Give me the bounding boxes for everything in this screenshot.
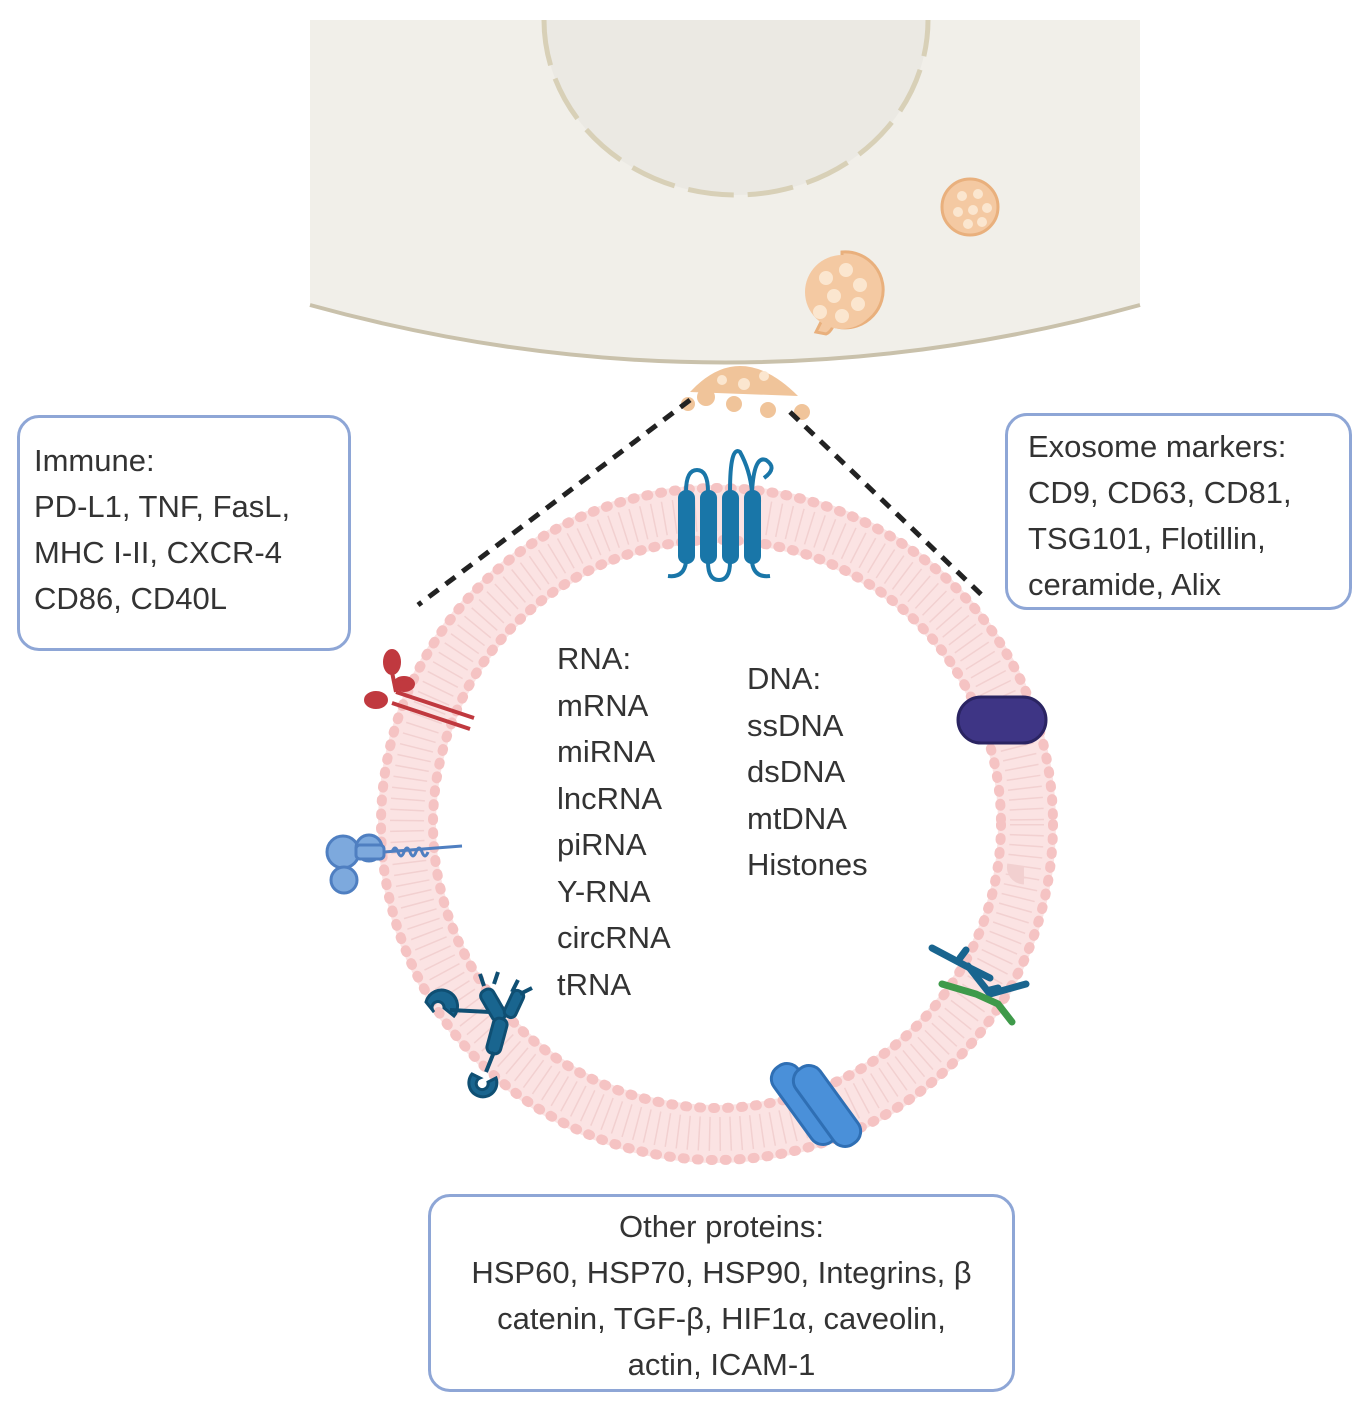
- immune-line: PD-L1, TNF, FasL,: [34, 489, 291, 524]
- immune-box: Immune: PD-L1, TNF, FasL, MHC I-II, CXCR…: [17, 415, 351, 651]
- dimer-receptor-icon: [928, 944, 1030, 1026]
- other-proteins-line: HSP60, HSP70, HSP90, Integrins, β: [471, 1255, 972, 1290]
- dna-item: dsDNA: [747, 754, 846, 789]
- multivesicular-body-small: [940, 177, 1000, 237]
- rna-cargo-list: RNA: mRNA miRNA lncRNA piRNA Y-RNA circR…: [557, 636, 671, 1008]
- zoom-line-left: [416, 398, 692, 607]
- rna-item: tRNA: [557, 966, 632, 1002]
- rna-item: Y-RNA: [557, 873, 651, 909]
- tetraspanin-icon: [956, 695, 1048, 745]
- light-blue-protein-icon: [325, 833, 463, 895]
- dna-title: DNA:: [747, 661, 822, 696]
- exosome-markers-line: CD9, CD63, CD81,: [1028, 475, 1292, 510]
- immune-line: CD86, CD40L: [34, 581, 227, 616]
- nuclear-envelope: [541, 19, 931, 198]
- other-proteins-line: actin, ICAM-1: [627, 1347, 816, 1382]
- transmembrane-receptor-icon: [667, 449, 774, 583]
- adhesion-molecule-icon: [424, 971, 533, 1099]
- exosome-markers-box: Exosome markers: CD9, CD63, CD81, TSG101…: [1005, 413, 1352, 610]
- rna-item: mRNA: [557, 687, 649, 723]
- multivesicular-body-large: [805, 250, 885, 336]
- rna-item: piRNA: [557, 827, 647, 862]
- dna-item: ssDNA: [747, 707, 844, 743]
- rna-title: RNA:: [557, 641, 632, 676]
- exosome-bilayer: [376, 483, 1058, 1165]
- dna-item: mtDNA: [747, 800, 847, 836]
- other-proteins-box: Other proteins: HSP60, HSP70, HSP90, Int…: [428, 1194, 1015, 1392]
- exosome-release: [681, 365, 810, 420]
- other-proteins-line: catenin, TGF-β, HIF1α, caveolin,: [497, 1301, 946, 1336]
- immune-title: Immune:: [34, 443, 155, 478]
- channel-protein-icon: [769, 1062, 863, 1148]
- rna-item: miRNA: [557, 734, 656, 769]
- rna-item: circRNA: [557, 920, 671, 955]
- immune-line: MHC I-II, CXCR-4: [34, 535, 282, 570]
- exosome-markers-line: ceramide, Alix: [1028, 567, 1221, 602]
- other-proteins-title: Other proteins:: [618, 1209, 825, 1244]
- cell-membrane: [309, 303, 1141, 365]
- exosome-markers-line: TSG101, Flotillin,: [1028, 521, 1266, 556]
- exosome-markers-title: Exosome markers:: [1028, 429, 1287, 464]
- parent-cell: [309, 19, 1141, 365]
- zoom-line-right: [788, 410, 989, 602]
- nucleus: [544, 20, 928, 195]
- dna-item: Histones: [747, 847, 868, 882]
- red-receptor-icon: [364, 649, 475, 731]
- dna-cargo-list: DNA: ssDNA dsDNA mtDNA Histones: [747, 656, 868, 889]
- rna-item: lncRNA: [557, 780, 663, 816]
